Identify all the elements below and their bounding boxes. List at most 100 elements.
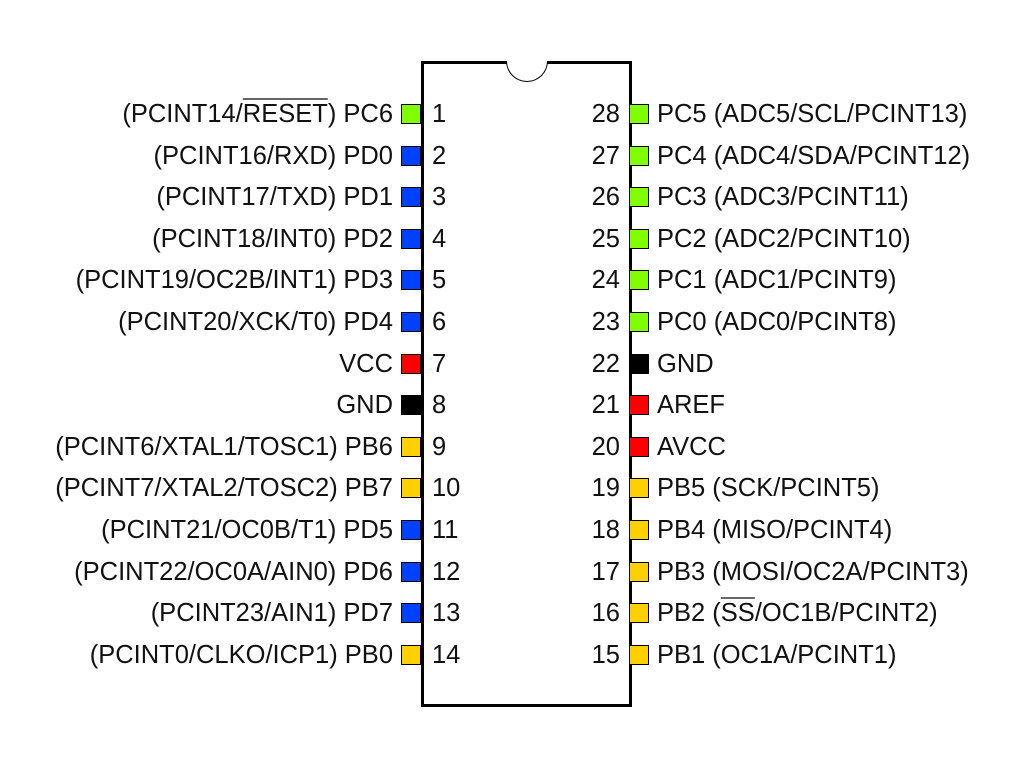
pin-label-suffix-text: ) PC6 xyxy=(327,100,393,128)
pin-label-text: (PCINT23/AIN1) PD7 xyxy=(150,599,393,627)
pin-label: PC3 (ADC3/PCINT11) xyxy=(657,182,909,212)
pin-lead-icon xyxy=(401,354,421,374)
pin-row: (PCINT19/OC2B/INT1) PD3 xyxy=(76,265,421,295)
pin-row: PB5 (SCK/PCINT5) xyxy=(629,473,879,503)
pin-lead-icon xyxy=(401,437,421,457)
pin-number: 13 xyxy=(432,599,461,627)
pin-lead-icon xyxy=(629,437,649,457)
pin-label-text: AREF xyxy=(657,391,726,419)
pin-label: PC2 (ADC2/PCINT10) xyxy=(657,224,911,254)
pin-label: (PCINT20/XCK/T0) PD4 xyxy=(118,307,393,337)
pin-number: 23 xyxy=(591,308,620,336)
pin-row: AREF xyxy=(629,390,725,420)
pin-label-text: (PCINT21/OC0B/T1) PD5 xyxy=(101,516,393,544)
pin-number: 1 xyxy=(432,100,447,128)
pin-number: 21 xyxy=(591,391,620,419)
pin-row: PC3 (ADC3/PCINT11) xyxy=(629,182,909,212)
pin-label: PB5 (SCK/PCINT5) xyxy=(657,473,879,503)
pin-row: GND xyxy=(629,349,714,379)
pin-number: 2 xyxy=(432,142,447,170)
pin-row: (PCINT18/INT0) PD2 xyxy=(152,224,421,254)
pin-row: (PCINT23/AIN1) PD7 xyxy=(151,598,421,628)
chip-body xyxy=(421,61,632,707)
pin-number: 8 xyxy=(432,391,447,419)
pin-number: 12 xyxy=(432,558,461,586)
pin-label: (PCINT23/AIN1) PD7 xyxy=(151,598,393,628)
pin-lead-icon xyxy=(629,520,649,540)
pin-label-text: (PCINT14/ xyxy=(122,100,243,128)
pin-row: (PCINT14/RESET) PC6 xyxy=(122,99,421,129)
pin-number: 25 xyxy=(591,225,620,253)
pin-label-text: (PCINT16/RXD) PD0 xyxy=(153,142,393,170)
pin-number: 22 xyxy=(591,350,620,378)
pin-number: 15 xyxy=(591,641,620,669)
pin-label-text: PC0 (ADC0/PCINT8) xyxy=(657,308,897,336)
pin-lead-icon xyxy=(629,187,649,207)
pin-label-overline-text: RESET xyxy=(242,100,328,128)
pin-lead-icon xyxy=(629,603,649,623)
pin-number: 10 xyxy=(432,474,461,502)
pin-label: AVCC xyxy=(657,432,726,462)
pin-number: 17 xyxy=(591,558,620,586)
pin-row: (PCINT21/OC0B/T1) PD5 xyxy=(101,515,421,545)
pin-label: (PCINT14/RESET) PC6 xyxy=(122,99,393,129)
pin-lead-icon xyxy=(401,104,421,124)
pin-label-text: (PCINT17/TXD) PD1 xyxy=(156,183,393,211)
pin-lead-icon xyxy=(401,146,421,166)
pin-row: VCC xyxy=(339,349,421,379)
pin-number: 4 xyxy=(432,225,447,253)
pin-row: PB1 (OC1A/PCINT1) xyxy=(629,640,896,670)
pin-row: PB4 (MISO/PCINT4) xyxy=(629,515,892,545)
pin-label-text: PB2 ( xyxy=(657,599,721,627)
pin-number: 27 xyxy=(591,142,620,170)
pin-label-text: (PCINT6/XTAL1/TOSC1) PB6 xyxy=(55,433,393,461)
pin-label-text: PB1 (OC1A/PCINT1) xyxy=(657,641,897,669)
pin-row: PC5 (ADC5/SCL/PCINT13) xyxy=(629,99,967,129)
pin-label: PC0 (ADC0/PCINT8) xyxy=(657,307,896,337)
pin-label: GND xyxy=(336,390,393,420)
pin-number: 11 xyxy=(432,516,459,544)
pin-label-suffix-text: /OC1B/PCINT2) xyxy=(754,599,938,627)
pin-lead-icon xyxy=(629,146,649,166)
pin-label-text: PC5 (ADC5/SCL/PCINT13) xyxy=(657,100,968,128)
pin-label-text: PC3 (ADC3/PCINT11) xyxy=(657,183,909,211)
pin-lead-icon xyxy=(629,229,649,249)
pin-label-text: AVCC xyxy=(657,433,726,461)
pin-label: (PCINT17/TXD) PD1 xyxy=(156,182,393,212)
pin-label: (PCINT18/INT0) PD2 xyxy=(152,224,393,254)
pin-label: PB1 (OC1A/PCINT1) xyxy=(657,640,896,670)
pin-lead-icon xyxy=(629,478,649,498)
pin-row: (PCINT22/OC0A/AIN0) PD6 xyxy=(74,557,421,587)
pin-number: 5 xyxy=(432,266,447,294)
pin-row: (PCINT6/XTAL1/TOSC1) PB6 xyxy=(55,432,421,462)
pin-label: PC1 (ADC1/PCINT9) xyxy=(657,265,896,295)
pin-number: 24 xyxy=(591,266,620,294)
pin-label: PB3 (MOSI/OC2A/PCINT3) xyxy=(657,557,969,587)
pin-label-text: VCC xyxy=(339,350,393,378)
pin-label: GND xyxy=(657,349,714,379)
pin-label-overline-text: SS xyxy=(720,599,755,627)
pin-label: PC5 (ADC5/SCL/PCINT13) xyxy=(657,99,967,129)
pin-row: PB2 (SS/OC1B/PCINT2) xyxy=(629,598,938,628)
pin1-notch-icon xyxy=(506,61,548,82)
pin-label-text: GND xyxy=(657,350,714,378)
pin-row: PC1 (ADC1/PCINT9) xyxy=(629,265,896,295)
pin-label: (PCINT0/CLKO/ICP1) PB0 xyxy=(90,640,393,670)
pin-row: PC4 (ADC4/SDA/PCINT12) xyxy=(629,141,970,171)
pin-label: (PCINT6/XTAL1/TOSC1) PB6 xyxy=(55,432,393,462)
pin-number: 18 xyxy=(591,516,620,544)
pin-label: (PCINT22/OC0A/AIN0) PD6 xyxy=(74,557,393,587)
pin-label: (PCINT19/OC2B/INT1) PD3 xyxy=(76,265,393,295)
pin-number: 3 xyxy=(432,183,447,211)
pin-label: (PCINT21/OC0B/T1) PD5 xyxy=(101,515,393,545)
pin-row: GND xyxy=(336,390,421,420)
pin-number: 14 xyxy=(432,641,461,669)
pin-row: (PCINT17/TXD) PD1 xyxy=(156,182,421,212)
pin-number: 19 xyxy=(591,474,620,502)
pin-lead-icon xyxy=(401,187,421,207)
pin-lead-icon xyxy=(629,312,649,332)
pin-number: 9 xyxy=(432,433,447,461)
pin-row: PC2 (ADC2/PCINT10) xyxy=(629,224,911,254)
pin-lead-icon xyxy=(401,645,421,665)
pin-number: 7 xyxy=(432,350,447,378)
